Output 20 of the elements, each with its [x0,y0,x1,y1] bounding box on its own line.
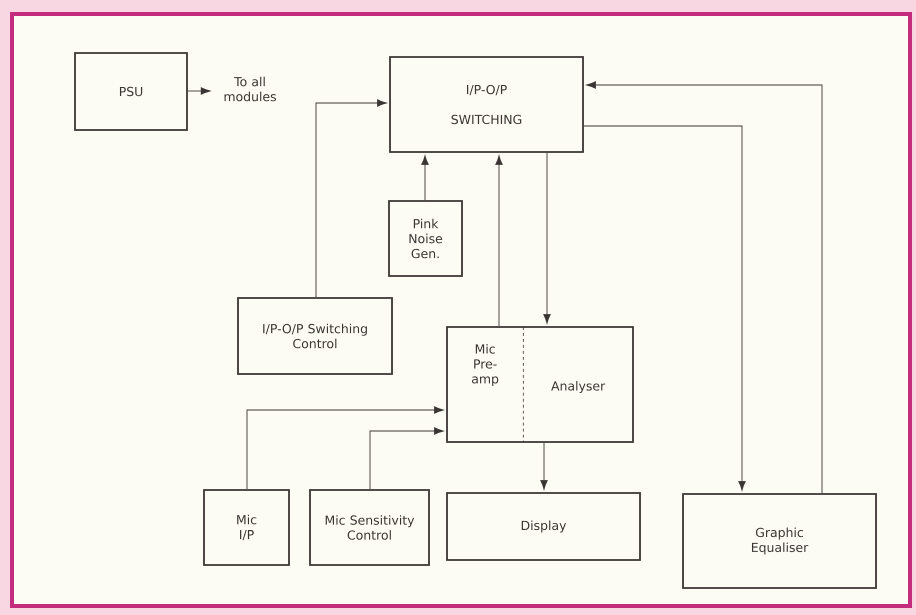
arrow [543,152,551,324]
arrow [316,99,387,298]
arrow [370,427,444,490]
arrow [246,406,444,490]
process-box: Graphic Equaliser [682,493,877,589]
note-text: To all modules [224,76,276,102]
arrow [540,442,548,490]
arrow [187,87,210,95]
arrow [583,126,746,491]
process-box: Display [446,492,641,561]
process-box: Mic I/P [203,489,290,566]
arrow [495,155,503,327]
process-box: Pink Noise Gen. [388,200,463,277]
process-box: I/P-O/P SWITCHING [389,56,584,153]
arrow [421,155,429,201]
process-box: I/P-O/P Switching Control [237,297,393,375]
process-box: Mic Pre-amp Analyser [446,326,634,443]
process-box: PSU [74,52,188,131]
arrow [586,81,822,494]
process-box: Mic Sensitivity Control [309,489,430,566]
